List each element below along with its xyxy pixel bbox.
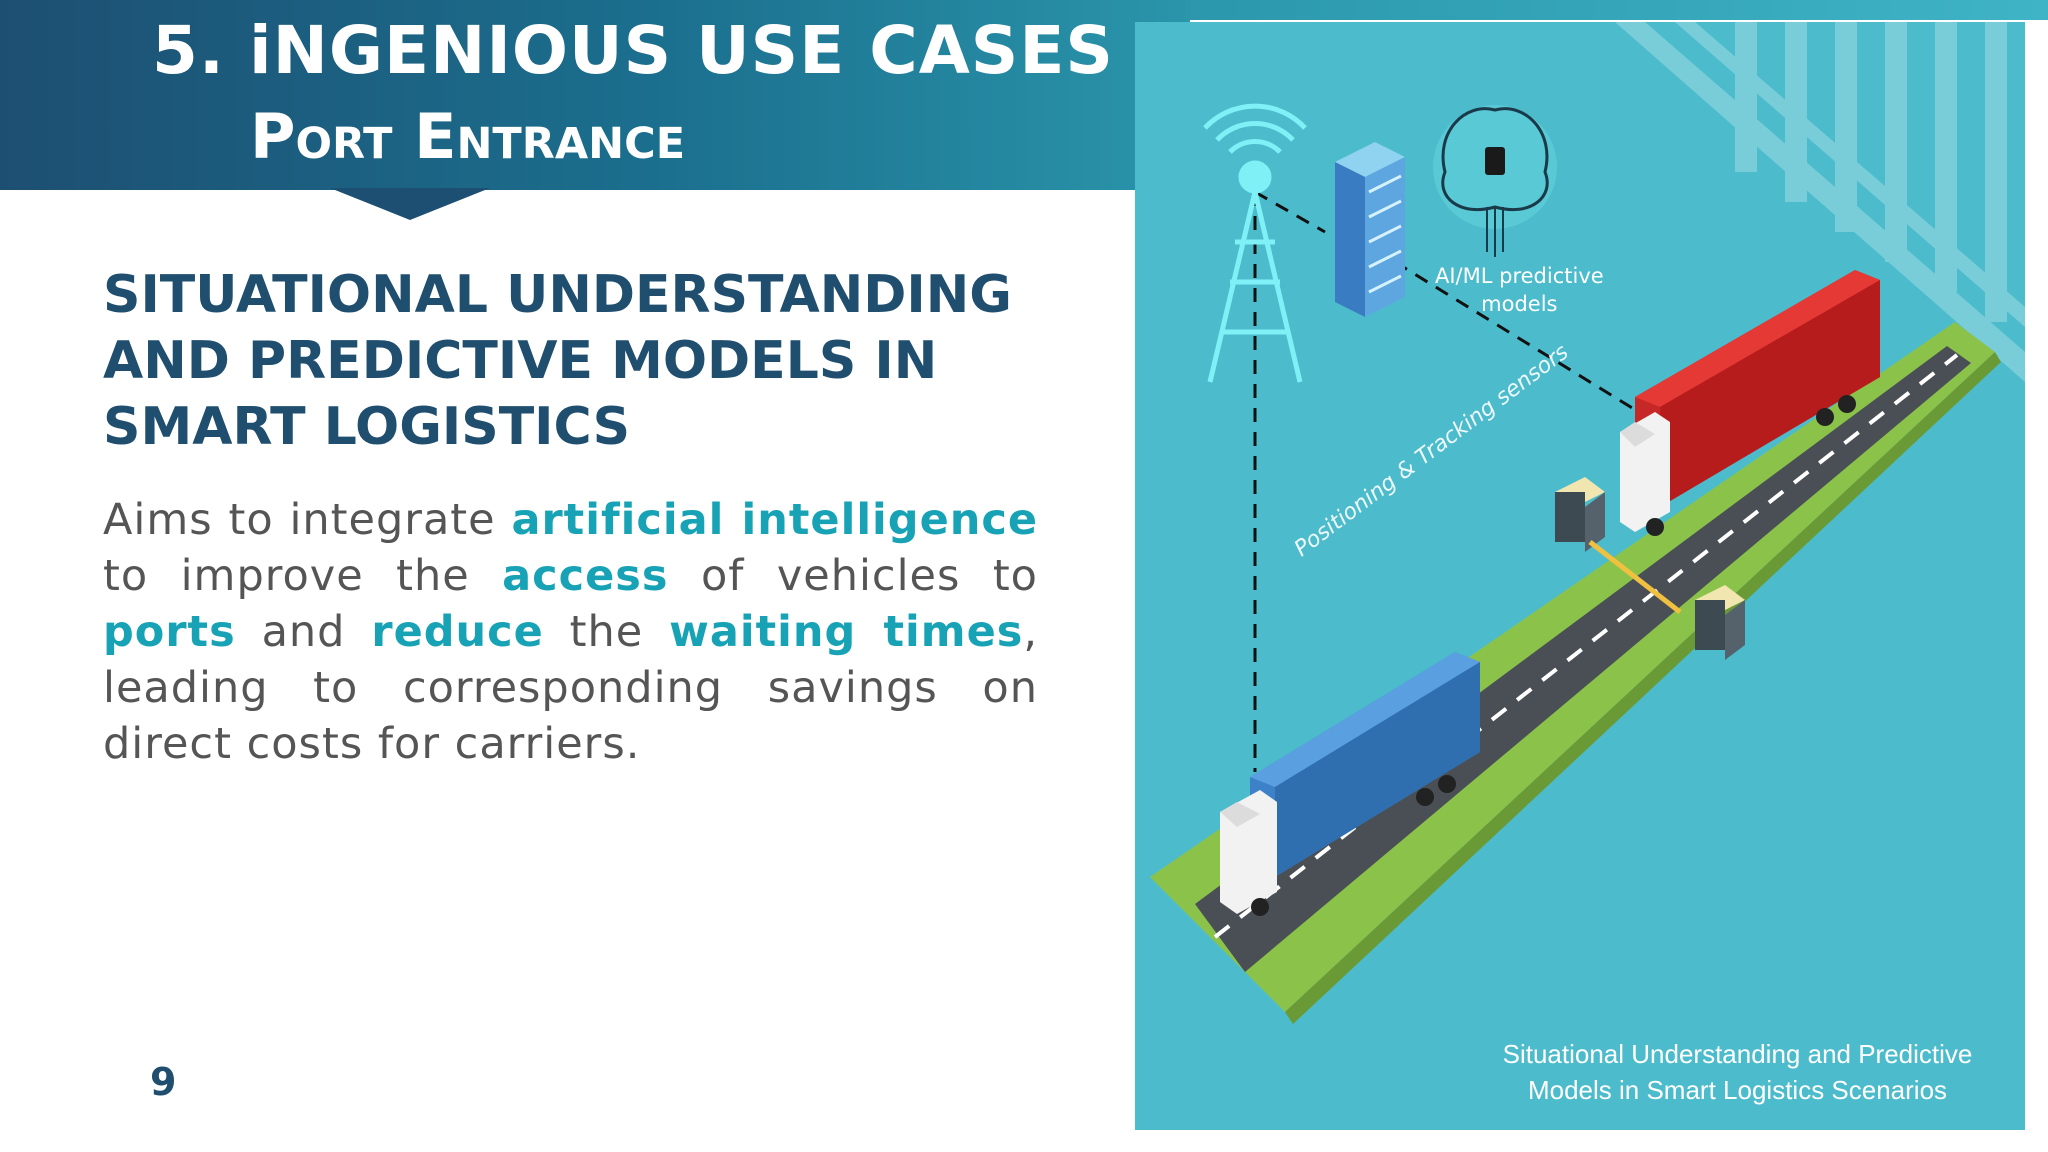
body-text-6: , leading to corresponding savings on di… (103, 607, 1039, 769)
illustration-canvas (1150, 22, 2025, 1024)
body-text-5: the (543, 607, 670, 657)
logistics-illustration: AI/ML predictive models Positioning & Tr… (1135, 22, 2025, 1130)
toll-booth-icon (1555, 477, 1745, 660)
highlight-access: access (502, 551, 669, 601)
body-text-4: and (235, 607, 372, 657)
server-icon (1335, 142, 1405, 317)
highlight-ai: artificial intelligence (511, 495, 1039, 545)
body-text-1: Aims to integrate (103, 495, 512, 545)
slide-subtitle: Port Entrance (250, 100, 686, 173)
highlight-ports: ports (103, 607, 236, 657)
body-text-3: of vehicles to (668, 551, 1038, 601)
decorative-stripes (1615, 22, 2025, 382)
red-truck-icon (1620, 270, 1880, 536)
header-banner (0, 0, 1190, 190)
figure-caption: Situational Understanding and Predictive… (1475, 1036, 2000, 1108)
section-heading: SITUATIONAL UNDERSTANDING AND PREDICTIVE… (103, 265, 1012, 457)
slide-title: 5. iNGENIOUS USE CASES (152, 12, 1114, 89)
body-text-2: to improve the (103, 551, 503, 601)
antenna-tower-icon (1203, 103, 1307, 383)
caption-line2: Models in Smart Logistics Scenarios (1527, 1075, 1948, 1105)
blue-truck-icon (1220, 652, 1480, 916)
caption-line1: Situational Understanding and Predictive (1502, 1039, 1973, 1069)
ai-ml-label: AI/ML predictive models (1435, 262, 1604, 318)
ai-ml-label-line2: models (1481, 292, 1558, 316)
highlight-waiting-times: waiting times (669, 607, 1024, 657)
header-accent-strip (1130, 0, 2048, 20)
road-ground (1150, 322, 2001, 1024)
page-number: 9 (150, 1060, 177, 1104)
connection-lines (1253, 190, 1656, 772)
ai-ml-label-line1: AI/ML predictive (1435, 264, 1604, 288)
brain-chip-icon (1433, 105, 1557, 257)
header-banner-notch (330, 188, 490, 220)
highlight-reduce: reduce (371, 607, 544, 657)
body-paragraph: Aims to integrate artificial intelligenc… (103, 492, 1038, 772)
